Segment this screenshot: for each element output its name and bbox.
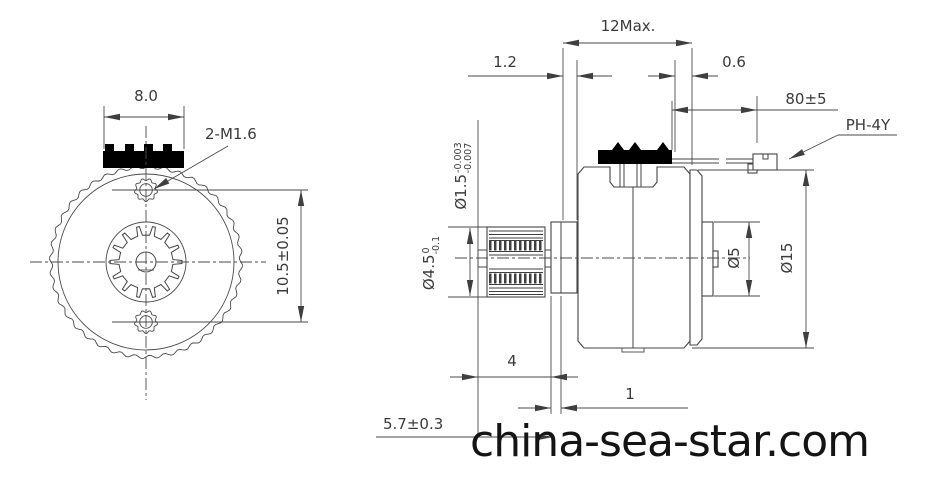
arrowhead (551, 373, 567, 381)
connector-pin-bump (125, 144, 134, 152)
connector-pin-bump (657, 142, 669, 150)
arrowhead (462, 373, 478, 381)
pinion-dia-nominal: Ø4.5 (420, 254, 438, 290)
dim-pinion-length-label: 4 (507, 352, 517, 370)
dim-washer-thickness-label: 1 (625, 385, 635, 403)
arrowhead (537, 433, 553, 441)
dim-front-flange-label: 1.2 (493, 53, 517, 71)
arrowhead (168, 113, 184, 121)
arrowhead (741, 106, 757, 114)
arrowhead (297, 306, 305, 322)
arrowhead (561, 404, 577, 412)
pinion-dia-tol-lower: -0.1 (431, 236, 442, 255)
rear-shaft-stub (712, 250, 719, 268)
arrowhead (676, 39, 692, 47)
screw-thread-label: 2-M1.6 (205, 125, 257, 143)
arrowhead (154, 178, 170, 189)
arrowhead (104, 113, 120, 121)
connector-pin-bump (105, 144, 114, 152)
dim-rear-gap-label: 0.6 (722, 53, 746, 71)
connector-pin-bump (144, 144, 153, 152)
rear-cover (689, 169, 703, 346)
dim-boss-dia-label: Ø5 (725, 247, 743, 268)
shaft-dia-nominal: Ø1.5 (452, 174, 470, 210)
rear-boss (701, 221, 714, 297)
pinion-gear-front (109, 226, 183, 298)
arrowhead (789, 149, 805, 159)
motor-body (577, 166, 691, 349)
shaft-dia-tol-upper: -0.003 (453, 142, 464, 173)
pinion-gear-side (486, 226, 546, 298)
dim-body-length-label: 12Max. (601, 17, 656, 35)
side-view (455, 142, 778, 353)
front-flange (550, 221, 578, 294)
connector-base (619, 163, 642, 187)
arrowhead (802, 332, 810, 348)
arrowhead (745, 280, 753, 296)
pinion-dia-tol-upper: 0 (421, 247, 432, 253)
bottom-tab (621, 347, 645, 353)
connector-pin-bump (163, 144, 172, 152)
dim-shaft-length-label: 5.7±0.3 (383, 415, 443, 433)
front-view-dimensions: 8.0 2-M1.6 10.5±0.05 (103, 87, 302, 322)
dim-shaft-dia-label: Ø1.5-0.003-0.007 (452, 142, 474, 209)
watermark-text: china-sea-star.com (470, 416, 869, 467)
front-view (30, 126, 308, 400)
arrowhead (563, 39, 579, 47)
arrowhead (659, 72, 675, 80)
arrowhead (466, 280, 474, 296)
connector-pin-bump (629, 142, 641, 150)
arrowhead (802, 170, 810, 186)
dim-lead-length-label: 80±5 (785, 90, 826, 108)
side-view-dimensions: 12Max. 1.2 0.6 80±5 PH-4Y Ø15 Ø5 Ø1.5-0. (376, 17, 897, 438)
arrowhead (577, 72, 593, 80)
dimension-arrowheads (104, 39, 810, 441)
arrowhead (297, 190, 305, 206)
pinion-outline (486, 226, 546, 298)
shaft-dia-tol-lower: -0.007 (463, 143, 474, 174)
arrowhead (692, 72, 708, 80)
connector-type-label: PH-4Y (846, 116, 891, 134)
arrowhead (547, 72, 563, 80)
dim-hole-spacing-label: 10.5±0.05 (274, 216, 292, 295)
connector-pin-bump (612, 142, 624, 150)
dim-body-dia-label: Ø15 (778, 243, 796, 274)
dim-connector-width-label: 8.0 (134, 87, 158, 105)
arrowhead (466, 228, 474, 244)
lead-wire (672, 158, 753, 164)
dim-pinion-dia-label: Ø4.50-0.1 (420, 236, 442, 290)
arrowhead (535, 404, 551, 412)
connector-block-side (598, 142, 672, 164)
arrowhead (745, 222, 753, 238)
arrowhead (672, 106, 688, 114)
connector-block-front (103, 151, 184, 168)
